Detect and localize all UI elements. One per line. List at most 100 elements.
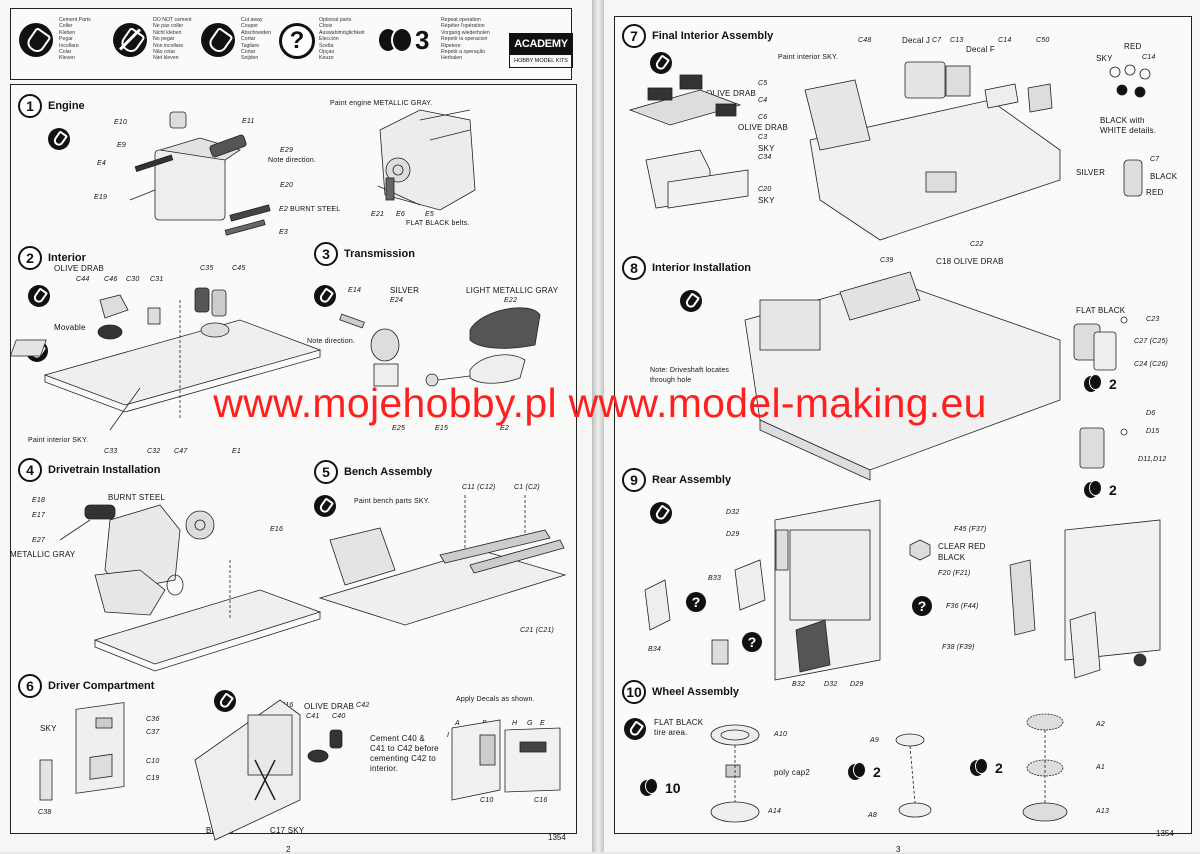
question-icon: ? — [279, 23, 315, 59]
step-3-note-direction: Note direction. — [307, 338, 356, 345]
no-glue-icon — [113, 23, 147, 57]
step-7-silver: SILVER — [1076, 168, 1106, 177]
step-3-silver: SILVER — [390, 286, 420, 295]
step-7-black: BLACK — [1150, 172, 1178, 181]
repeat-2-icon: 2 — [1084, 480, 1117, 498]
part-label: C7 — [1150, 156, 1160, 163]
watermark-text: www.mojehobby.pl www.model-making.eu — [213, 380, 987, 426]
part-label: F20 (F21) — [938, 570, 971, 577]
part-label: C10 — [146, 758, 160, 765]
part-label: C36 — [146, 716, 160, 723]
part-label: E21 — [371, 211, 385, 218]
part-label: A10 — [774, 731, 788, 738]
part-label: C13 — [950, 37, 964, 44]
part-label: E27 — [32, 537, 46, 544]
step-1-belts: FLAT BLACK belts. — [406, 220, 470, 227]
step-2-olive-drab: OLIVE DRAB — [54, 264, 105, 273]
left-page-number: 2 — [286, 845, 291, 854]
step-7-red: RED — [1124, 42, 1142, 51]
part-label: E3 — [279, 229, 288, 236]
part-label: C16 — [534, 797, 548, 804]
part-label: E6 — [396, 211, 405, 218]
part-label: E2 — [500, 425, 509, 432]
part-label: C11 (C12) — [462, 484, 496, 491]
step-8-header: 8 Interior Installation — [622, 256, 751, 280]
part-label: E1 — [232, 448, 241, 455]
part-label: E11 — [242, 118, 255, 125]
optional-icon: ? — [686, 592, 706, 612]
part-label: C34 — [758, 154, 772, 161]
step-8-driveshaft-note: Note: Driveshaft locates through hole — [650, 367, 730, 384]
step-7-paint-sky: Paint interior SKY. — [778, 54, 839, 61]
decal-letter: E — [540, 720, 545, 727]
part-label: C21 (C21) — [520, 627, 555, 634]
part-label: E4 — [97, 160, 106, 167]
step-2-paint-sky: Paint interior SKY. — [28, 437, 89, 444]
part-label: A14 — [768, 808, 782, 815]
part-label: D32 — [824, 681, 838, 688]
part-label: A2 — [1096, 721, 1105, 728]
part-label: F36 (F44) — [946, 603, 979, 610]
part-label: E16 — [270, 526, 284, 533]
step-6-cement-note: Cement C40 & C41 to C42 before cementing… — [370, 734, 439, 773]
part-label: D6 — [1146, 410, 1156, 417]
part-label: C42 — [356, 702, 370, 709]
step-2-movable: Movable — [54, 323, 86, 332]
part-label: C45 — [232, 265, 246, 272]
academy-logo: ACADEMY HOBBY MODEL KITS — [509, 33, 573, 71]
part-label: A9 — [870, 737, 879, 744]
part-label: C3 — [758, 134, 768, 141]
step-7-sky: SKY — [758, 144, 775, 153]
part-label: F38 (F39) — [942, 644, 975, 651]
part-label: C41 — [306, 713, 320, 720]
step-5-paint-note: Paint bench parts SKY. — [354, 498, 430, 505]
part-label: C40 — [332, 713, 346, 720]
optional-icon: ? — [742, 632, 762, 652]
part-label: C32 — [147, 448, 161, 455]
step-6-drawing — [39, 699, 561, 841]
repeat-2-icon: 2 — [848, 762, 881, 780]
part-label: E19 — [94, 194, 108, 201]
repeat-2-icon: 2 — [970, 758, 1003, 776]
step-6-c17-sky: C17 SKY — [270, 826, 305, 835]
part-label: A13 — [1096, 808, 1110, 815]
step-3-light-metallic-gray: LIGHT METALLIC GRAY — [466, 286, 559, 295]
glue-icon — [680, 290, 702, 312]
step-4-drawing — [59, 504, 322, 672]
step-7-olive-drab-2: OLIVE DRAB — [738, 123, 789, 132]
step-7-decal-j: Decal J — [902, 36, 931, 45]
step-7-decal-f: Decal F — [966, 45, 995, 54]
step-6-sky: SKY — [40, 724, 57, 733]
part-label: C50 — [1036, 37, 1050, 44]
part-label: C22 — [970, 241, 984, 248]
part-label: E29 — [280, 147, 294, 154]
step-7-sky-label: SKY — [1096, 54, 1113, 63]
step-10-flat-black: FLAT BLACK tire area. — [654, 718, 704, 737]
part-label: D29 — [850, 681, 864, 688]
symbol-legend: Cement Parts Coller Kleben Pegar Incolla… — [10, 8, 573, 80]
part-label: E15 — [435, 425, 449, 432]
part-label: C31 — [150, 276, 164, 283]
step-1-drawing — [129, 109, 476, 236]
glue-icon — [214, 690, 236, 712]
part-label: E24 — [390, 297, 404, 304]
step-6-header: 6 Driver Compartment — [18, 674, 154, 698]
step-4-metallic-gray: METALLIC GRAY — [10, 550, 76, 559]
glue-icon — [650, 52, 672, 74]
part-label: C46 — [104, 276, 118, 283]
step-10-header: 10 Wheel Assembly — [622, 680, 739, 704]
step-1-header: 1 Engine — [18, 94, 85, 118]
glue-icon — [650, 502, 672, 524]
part-label: D11,D12 — [1138, 456, 1167, 463]
glue-icon — [19, 23, 53, 57]
part-label: C48 — [858, 37, 872, 44]
page-gutter — [592, 0, 604, 852]
part-label: C37 — [146, 729, 160, 736]
part-label: E20 — [280, 182, 294, 189]
part-label: E14 — [348, 287, 362, 294]
glue-icon — [314, 495, 336, 517]
